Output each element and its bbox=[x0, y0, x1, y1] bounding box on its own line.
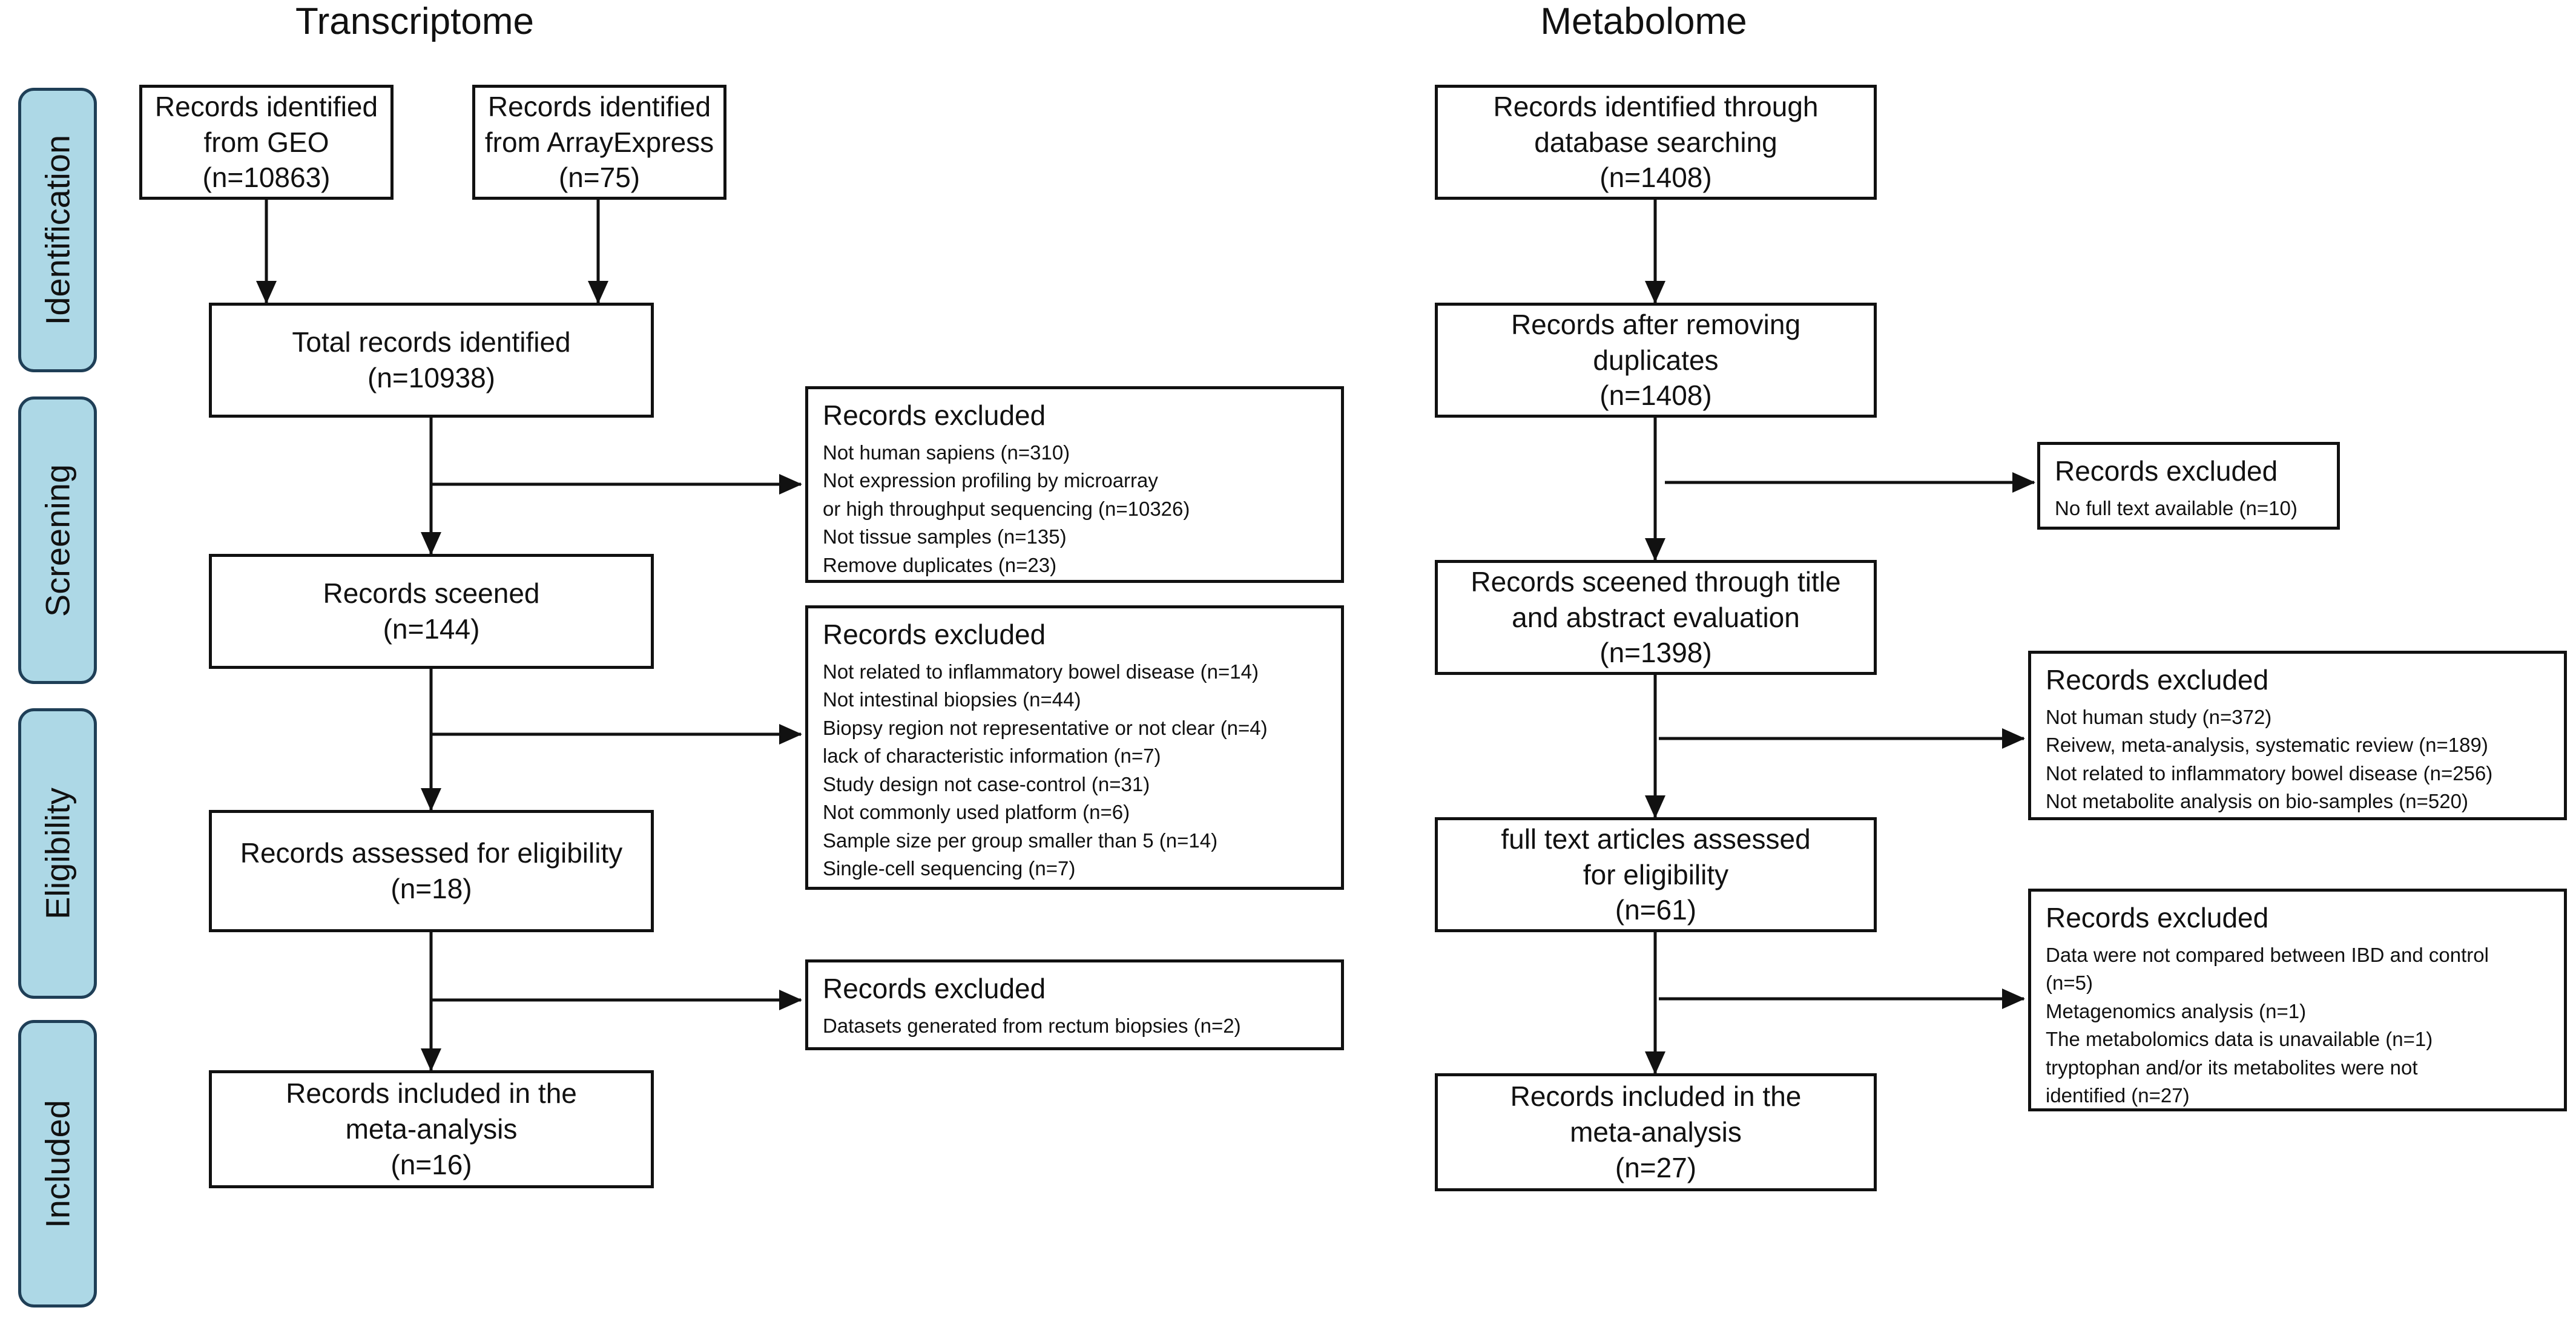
t-box-included-line: Records included in the bbox=[286, 1077, 577, 1110]
m-box-fulltext: full text articles assessed for eligibil… bbox=[1435, 817, 1877, 932]
m-box-fulltext-count: (n=61) bbox=[1615, 894, 1697, 926]
m-excluded-2-list: Not human study (n=372) Reivew, meta-ana… bbox=[2046, 703, 2549, 816]
stage-identification-label: Identification bbox=[38, 134, 77, 326]
t-box-arrayexpress-line: Records identified bbox=[487, 90, 711, 122]
m-excluded-1-title: Records excluded bbox=[2055, 455, 2278, 487]
list-item: Reivew, meta-analysis, systematic review… bbox=[2046, 734, 2488, 757]
transcriptome-title: Transcriptome bbox=[295, 1, 534, 42]
m-excluded-box-2: Records excluded Not human study (n=372)… bbox=[2028, 651, 2567, 820]
m-box-identified-count: (n=1408) bbox=[1599, 162, 1712, 194]
m-box-identified-line: database searching bbox=[1534, 126, 1777, 158]
m-box-identified-line: Records identified through bbox=[1493, 90, 1819, 122]
list-item: Sample size per group smaller than 5 (n=… bbox=[823, 829, 1218, 852]
t-box-included-count: (n=16) bbox=[390, 1148, 472, 1180]
list-item: Biopsy region not representative or not … bbox=[823, 716, 1268, 739]
t-box-assessed: Records assessed for eligibility (n=18) bbox=[209, 810, 654, 932]
t-box-assessed-count: (n=18) bbox=[390, 873, 472, 904]
list-item: Single-cell sequencing (n=7) bbox=[823, 857, 1076, 880]
list-item: Data were not compared between IBD and c… bbox=[2046, 943, 2489, 966]
m-box-screened: Records sceened through title and abstra… bbox=[1435, 560, 1877, 675]
stage-identification: Identification bbox=[18, 88, 97, 372]
list-item: Not commonly used platform (n=6) bbox=[823, 801, 1130, 824]
list-item: Study design not case-control (n=31) bbox=[823, 772, 1150, 795]
m-excluded-box-3: Records excluded Data were not compared … bbox=[2028, 889, 2567, 1111]
m-box-identified: Records identified through database sear… bbox=[1435, 85, 1877, 200]
list-item: Not tissue samples (n=135) bbox=[823, 525, 1067, 548]
t-box-screened: Records sceened (n=144) bbox=[209, 554, 654, 669]
t-box-geo-line: Records identified bbox=[154, 90, 378, 122]
t-box-arrayexpress: Records identified from ArrayExpress (n=… bbox=[472, 85, 726, 200]
list-item: or high throughput sequencing (n=10326) bbox=[823, 497, 1190, 520]
m-excluded-3-title: Records excluded bbox=[2046, 902, 2269, 933]
t-box-included-line: meta-analysis bbox=[345, 1113, 518, 1145]
list-item: No full text available (n=10) bbox=[2055, 496, 2298, 519]
list-item: tryptophan and/or its metabolites were n… bbox=[2046, 1056, 2418, 1079]
stage-screening: Screening bbox=[18, 396, 97, 684]
list-item: Not related to inflammatory bowel diseas… bbox=[823, 660, 1259, 683]
m-box-screened-line: and abstract evaluation bbox=[1512, 601, 1800, 633]
list-item: Not expression profiling by microarray bbox=[823, 469, 1158, 492]
m-box-dedup-count: (n=1408) bbox=[1599, 380, 1712, 412]
list-item: Not human study (n=372) bbox=[2046, 705, 2272, 728]
t-box-arrayexpress-count: (n=75) bbox=[558, 162, 641, 194]
m-excluded-2-title: Records excluded bbox=[2046, 664, 2269, 696]
list-item: Datasets generated from rectum biopsies … bbox=[823, 1014, 1241, 1037]
list-item: Remove duplicates (n=23) bbox=[823, 553, 1057, 576]
m-box-dedup: Records after removing duplicates (n=140… bbox=[1435, 303, 1877, 418]
t-excluded-box-3: Records excluded Datasets generated from… bbox=[805, 959, 1344, 1050]
list-item: Not human sapiens (n=310) bbox=[823, 441, 1070, 464]
stage-eligibility-label: Eligibility bbox=[38, 788, 77, 919]
t-box-included: Records included in the meta-analysis (n… bbox=[209, 1070, 654, 1188]
t-box-screened-count: (n=144) bbox=[383, 613, 480, 645]
list-item: identified (n=27) bbox=[2046, 1084, 2190, 1107]
t-excluded-3-title: Records excluded bbox=[823, 973, 1046, 1004]
m-box-screened-count: (n=1398) bbox=[1599, 637, 1712, 669]
t-excluded-3-list: Datasets generated from rectum biopsies … bbox=[823, 1012, 1326, 1041]
m-box-included-count: (n=27) bbox=[1615, 1151, 1697, 1183]
list-item: Not metabolite analysis on bio-samples (… bbox=[2046, 790, 2468, 813]
t-box-geo-count: (n=10863) bbox=[202, 162, 331, 194]
m-box-fulltext-line: for eligibility bbox=[1583, 858, 1729, 890]
m-box-included-line: meta-analysis bbox=[1570, 1116, 1742, 1148]
t-box-geo: Records identified from GEO (n=10863) bbox=[139, 85, 394, 200]
stage-screening-label: Screening bbox=[38, 464, 77, 617]
t-box-assessed-line: Records assessed for eligibility bbox=[240, 837, 623, 869]
t-excluded-box-2: Records excluded Not related to inflamma… bbox=[805, 605, 1344, 890]
m-box-included: Records included in the meta-analysis (n… bbox=[1435, 1073, 1877, 1191]
t-box-arrayexpress-line: from ArrayExpress bbox=[484, 126, 714, 158]
list-item: (n=5) bbox=[2046, 972, 2093, 995]
t-excluded-2-list: Not related to inflammatory bowel diseas… bbox=[823, 658, 1326, 883]
stage-included-label: Included bbox=[38, 1099, 77, 1228]
list-item: lack of characteristic information (n=7) bbox=[823, 745, 1161, 768]
t-box-total: Total records identified (n=10938) bbox=[209, 303, 654, 418]
t-box-geo-line: from GEO bbox=[203, 126, 329, 158]
m-box-dedup-line: duplicates bbox=[1593, 344, 1719, 376]
list-item: Metagenomics analysis (n=1) bbox=[2046, 999, 2307, 1022]
metabolome-title: Metabolome bbox=[1540, 1, 1747, 42]
m-excluded-1-list: No full text available (n=10) bbox=[2055, 495, 2322, 523]
t-excluded-1-list: Not human sapiens (n=310) Not expression… bbox=[823, 439, 1326, 580]
t-box-screened-line: Records sceened bbox=[323, 577, 540, 610]
stage-eligibility: Eligibility bbox=[18, 708, 97, 999]
m-excluded-3-list: Data were not compared between IBD and c… bbox=[2046, 941, 2549, 1108]
m-box-fulltext-line: full text articles assessed bbox=[1501, 823, 1811, 855]
list-item: Not intestinal biopsies (n=44) bbox=[823, 688, 1081, 711]
t-excluded-1-title: Records excluded bbox=[823, 400, 1046, 431]
m-excluded-box-1: Records excluded No full text available … bbox=[2037, 442, 2340, 530]
t-box-total-count: (n=10938) bbox=[367, 362, 495, 393]
m-box-included-line: Records included in the bbox=[1510, 1081, 1802, 1113]
m-box-dedup-line: Records after removing bbox=[1510, 308, 1801, 340]
t-excluded-2-title: Records excluded bbox=[823, 619, 1046, 650]
t-excluded-box-1: Records excluded Not human sapiens (n=31… bbox=[805, 386, 1344, 583]
m-box-screened-line: Records sceened through title bbox=[1471, 565, 1841, 597]
list-item: Not related to inflammatory bowel diseas… bbox=[2046, 761, 2493, 784]
list-item: The metabolomics data is unavailable (n=… bbox=[2046, 1028, 2433, 1051]
t-box-total-line: Total records identified bbox=[292, 326, 571, 358]
stage-included: Included bbox=[18, 1020, 97, 1307]
